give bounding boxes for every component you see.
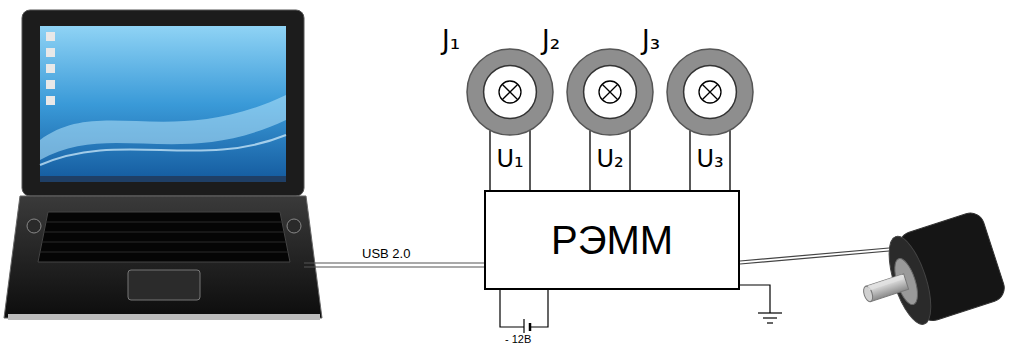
keyboard	[38, 212, 290, 262]
desktop-icons	[46, 32, 55, 105]
coil-ring	[667, 49, 753, 135]
coil-label: J₁	[442, 26, 460, 56]
coil-core	[484, 66, 537, 119]
touchpad	[128, 270, 200, 300]
coil-core	[584, 66, 637, 119]
laptop	[4, 10, 322, 320]
laptop-base	[4, 196, 322, 318]
signal-label: U₁	[496, 146, 523, 174]
coil-symbol	[466, 48, 554, 136]
coil-circle: J₁	[466, 48, 554, 136]
signal-wires	[690, 130, 730, 190]
usb-cable	[304, 263, 484, 267]
laptop-lid	[22, 10, 304, 196]
voltage-label: - 12В	[503, 333, 533, 346]
signal-label: U₃	[696, 146, 723, 174]
wallpaper-wave	[40, 135, 286, 165]
taskbar	[40, 176, 286, 182]
current-into-page	[699, 81, 721, 103]
cross-mark	[602, 84, 618, 100]
current-into-page	[599, 81, 621, 103]
coil-ring	[567, 49, 653, 135]
interface-label: USB 2.0	[360, 246, 412, 262]
signal-wires	[590, 130, 630, 190]
coil-circle: J₃	[666, 48, 754, 136]
shaft-flat	[868, 275, 904, 291]
battery-symbol	[500, 290, 548, 335]
speaker	[287, 219, 301, 233]
coil-core	[684, 66, 737, 119]
speaker	[27, 219, 41, 233]
rotary-encoder	[850, 209, 1008, 339]
laptop-screen	[40, 26, 286, 182]
cross-mark	[502, 84, 518, 100]
ground-symbol	[740, 285, 782, 323]
signal-label: U₂	[596, 146, 623, 174]
cross-mark	[702, 84, 718, 100]
signal-wires	[490, 130, 530, 190]
process-box: РЭММ	[484, 190, 740, 290]
encoder-cable	[740, 246, 912, 264]
coil-symbol	[566, 48, 654, 136]
laptop-edge	[8, 314, 320, 320]
coil-circle: J₂	[566, 48, 654, 136]
box-title: РЭММ	[551, 218, 673, 262]
coil-label: J₂	[542, 26, 560, 56]
keyboard-keys	[40, 222, 288, 252]
coil-ring	[467, 49, 553, 135]
coil-label: J₃	[642, 26, 660, 56]
coil-symbol	[666, 48, 754, 136]
current-into-page	[499, 81, 521, 103]
